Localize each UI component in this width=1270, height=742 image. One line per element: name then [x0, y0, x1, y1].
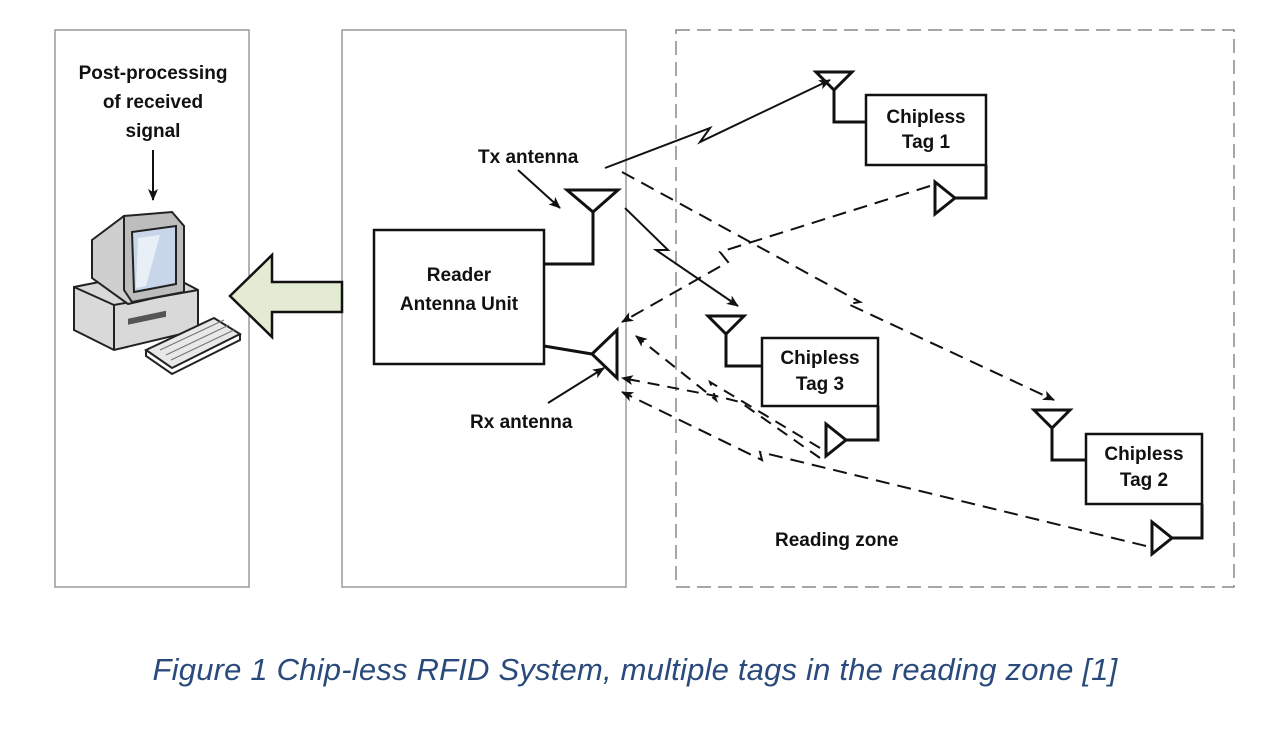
rx-pointer-arrow: [547, 367, 605, 404]
rx-antenna-label: Rx antenna: [470, 412, 573, 433]
figure-caption: Figure 1 Chip-less RFID System, multiple…: [152, 652, 1118, 687]
post-processing-label-line3: signal: [126, 121, 181, 142]
reader-antenna-unit-box: [372, 228, 546, 366]
computer-icon: [73, 210, 243, 376]
post-processing-label-line1: Post-processing: [79, 63, 228, 84]
tag-2-label-line2: Tag 2: [1120, 470, 1168, 491]
reader-label-line1: Reader: [427, 265, 492, 286]
tx-to-tag2-signal: [621, 171, 1055, 401]
tag-1-label-line2: Tag 1: [902, 132, 951, 153]
tag-1-label-line1: Chipless: [886, 107, 965, 128]
tag3-to-rx-signal-a: [635, 335, 821, 449]
tag3-to-rx-signal-b: [621, 375, 821, 459]
post-processing-label-line2: of received: [103, 92, 203, 113]
reader-label-line2: Antenna Unit: [400, 294, 519, 315]
tag1-to-rx-signal: [621, 185, 931, 323]
tx-pointer-arrow: [517, 169, 561, 209]
reading-zone-panel: [675, 29, 1235, 588]
data-transfer-arrow: [228, 252, 344, 340]
reading-zone-label: Reading zone: [775, 530, 899, 551]
rx-antenna-icon: [543, 326, 619, 382]
tx-to-tag3-signal: [624, 207, 739, 307]
tag2-to-rx-signal: [621, 391, 1147, 547]
chipless-tag-3: [704, 314, 880, 460]
tag-3-label-line1: Chipless: [780, 348, 859, 369]
chipless-tag-2: [1030, 408, 1204, 558]
tx-antenna-label: Tx antenna: [478, 147, 579, 168]
tag-2-label-line1: Chipless: [1104, 444, 1183, 465]
tag-3-label-line2: Tag 3: [796, 374, 844, 395]
tx-antenna-icon: [544, 188, 622, 266]
chipless-tag-1: [812, 70, 988, 218]
signal-paths: [604, 79, 1147, 547]
tx-to-tag1-signal: [604, 79, 831, 169]
